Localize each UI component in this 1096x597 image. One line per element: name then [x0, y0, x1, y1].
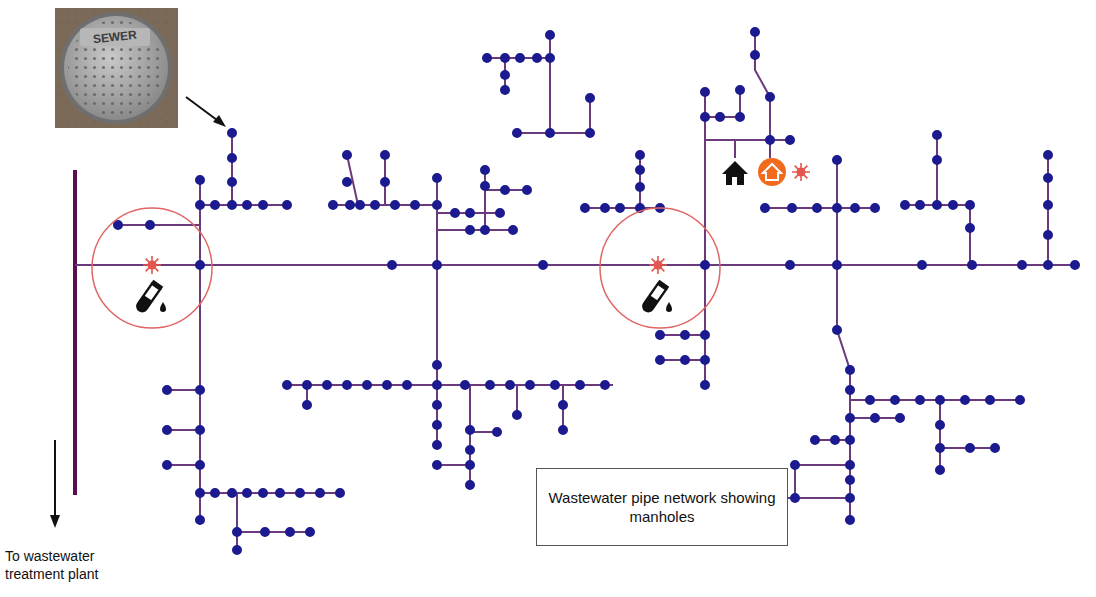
- house-outline: [763, 164, 781, 180]
- caption-box: Wastewater pipe network showing manholes: [536, 468, 788, 546]
- destination-label: To wastewater treatment plant: [5, 547, 155, 583]
- sampling-circle: [92, 208, 212, 328]
- arrow-head: [50, 515, 60, 528]
- caption-text: Wastewater pipe network showing manholes: [547, 488, 777, 527]
- flow-arrow: [54, 440, 56, 518]
- manhole-photo: [55, 8, 178, 128]
- test-tube-icon: [134, 280, 166, 314]
- pipe-lines: [75, 32, 1075, 550]
- arrow-head: [213, 115, 226, 127]
- trunk-sewer: [73, 170, 77, 495]
- house-door: [732, 177, 737, 185]
- sampling-circle: [600, 208, 720, 328]
- manhole-dots: [118, 32, 1075, 550]
- virus-icon: [792, 163, 810, 181]
- house-icon: [722, 161, 748, 185]
- virus-icon: [649, 256, 667, 274]
- test-tube-icon: [640, 280, 672, 314]
- infected-house-icon: [758, 158, 786, 186]
- virus-icon: [143, 256, 161, 274]
